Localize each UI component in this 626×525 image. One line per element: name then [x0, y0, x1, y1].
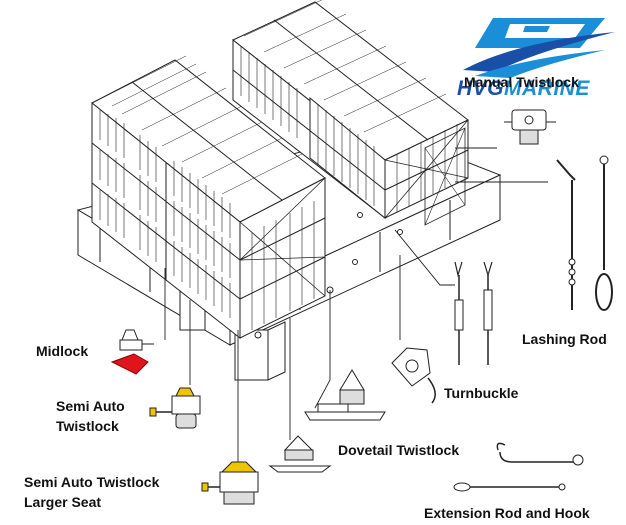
label-turnbuckle: Turnbuckle — [444, 385, 519, 401]
label-dovetail-twistlock: Dovetail Twistlock — [338, 442, 460, 458]
label-lashing-rod: Lashing Rod — [522, 331, 607, 347]
ship-wave-logo-icon — [463, 18, 615, 78]
container-stack-right — [232, 0, 469, 226]
semi-auto-twistlock-icon — [149, 387, 201, 429]
logo-wordmark: HVGMARINE — [457, 78, 590, 100]
logo-text-marine: MARINE — [504, 77, 590, 100]
label-manual-twistlock: Manual Twistlock — [464, 74, 579, 90]
dovetail-foundation-icon — [268, 435, 332, 473]
leader-lines — [164, 147, 548, 462]
hvg-marine-logo: HVGMARINE — [455, 8, 620, 100]
label-semi-auto-larger-seat-line1: Semi Auto Twistlock — [24, 474, 160, 490]
extension-rod-hook-icon — [453, 442, 584, 492]
logo-text-hvg: HVG — [457, 77, 505, 100]
dovetail-twistlock-icon — [304, 369, 386, 421]
manual-twistlock-icon — [504, 109, 556, 145]
label-midlock: Midlock — [36, 343, 89, 359]
semi-auto-twistlock-larger-seat-icon — [201, 461, 259, 505]
turnbuckle-icon — [454, 261, 493, 365]
container-stack-left — [91, 55, 326, 340]
lashing-rod-icon — [556, 155, 613, 311]
label-semi-auto-twistlock-line2: Twistlock — [56, 418, 119, 434]
label-extension-rod-and-hook: Extension Rod and Hook — [424, 505, 590, 521]
label-semi-auto-twistlock-line1: Semi Auto — [56, 398, 125, 414]
midlock-icon — [110, 329, 154, 375]
label-semi-auto-larger-seat-line2: Larger Seat — [24, 494, 102, 510]
lashing-plate-icon — [391, 347, 436, 404]
